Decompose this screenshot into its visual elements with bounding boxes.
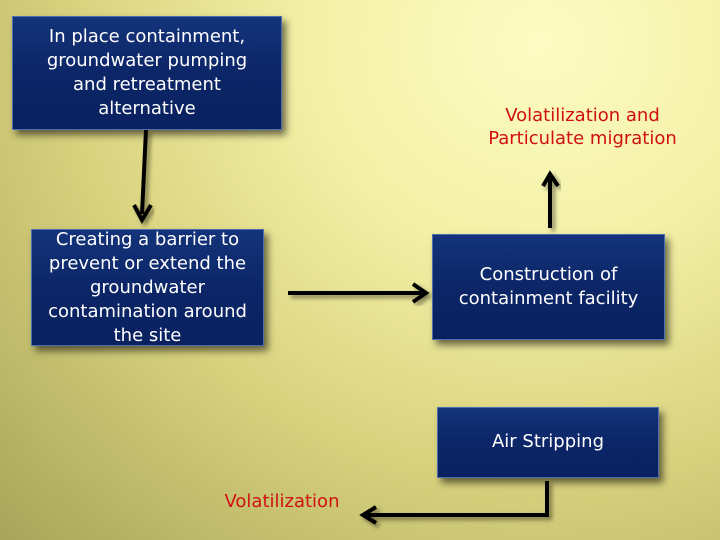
- arrow-up-to-volatilization-particulate: [541, 170, 560, 228]
- box-line: contamination around: [48, 300, 247, 322]
- box-line: the site: [113, 324, 182, 346]
- box-line: Air Stripping: [491, 431, 604, 452]
- box-line: In place containment,: [48, 26, 246, 47]
- label-volatilization-particulate: Volatilization and Particulate migration: [470, 104, 695, 150]
- box-in-place-containment: In place containment, groundwater pumpin…: [12, 16, 282, 130]
- box-line: containment facility: [458, 288, 639, 309]
- box-line: Construction of: [479, 264, 618, 285]
- box-air-stripping: Air Stripping: [437, 407, 659, 478]
- box-construction-containment: Construction of containment facility: [432, 234, 665, 340]
- box-creating-barrier: Creating a barrier to prevent or extend …: [31, 229, 264, 346]
- box-line: Creating a barrier to: [55, 228, 240, 250]
- box-line: prevent or extend the: [48, 252, 247, 274]
- box-line: and retreatment: [73, 74, 221, 95]
- label-volatilization: Volatilization: [224, 491, 340, 512]
- arrow-to-volatilization: [359, 481, 549, 525]
- arrow-right-to-construction: [288, 282, 430, 304]
- box-line: groundwater pumping: [46, 50, 248, 71]
- box-line: alternative: [98, 98, 196, 119]
- arrow-down-to-barrier: [132, 129, 153, 225]
- label-line: Volatilization and: [505, 105, 660, 126]
- label-line: Particulate migration: [488, 128, 677, 149]
- box-line: groundwater: [90, 276, 205, 298]
